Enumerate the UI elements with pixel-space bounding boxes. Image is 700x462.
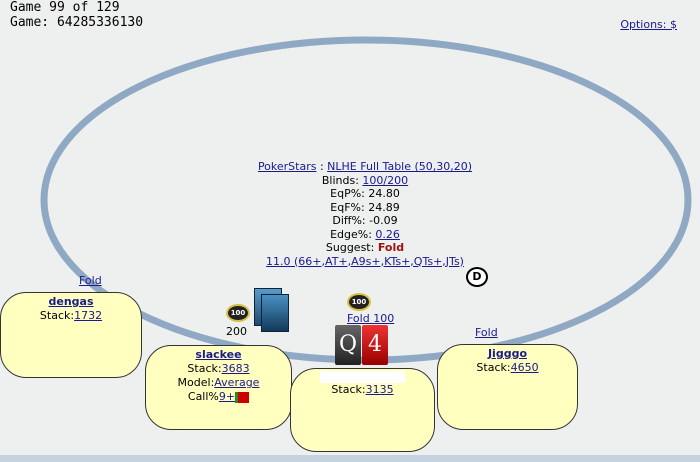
eqf: EqF%: 24.89 <box>330 200 400 214</box>
card-q-spades: Q <box>335 325 361 365</box>
card-4-hearts: 4 <box>362 325 388 365</box>
chip-icon: 100 <box>347 293 371 311</box>
stack-value[interactable]: 3135 <box>365 383 394 396</box>
call-bar-red <box>238 391 250 403</box>
game-id: Game: 64285336130 <box>10 15 144 30</box>
stack-value[interactable]: 4650 <box>510 361 539 374</box>
call-bar-green <box>235 391 239 403</box>
name-blank <box>320 371 405 383</box>
separator: : <box>316 160 328 173</box>
player-name[interactable]: slackee <box>195 348 242 361</box>
stack-label: Stack: <box>39 309 75 322</box>
card-back-icon <box>261 294 289 332</box>
site-link[interactable]: PokerStars <box>257 160 317 173</box>
range-link[interactable]: 11.0 (66+,AT+,A9s+,KTs+,QTs+,JTs) <box>266 254 464 268</box>
bet-amount: 200 <box>226 325 247 338</box>
diff: Diff%: -0.09 <box>332 214 398 227</box>
table-info: PokerStars : NLHE Full Table (50,30,20) … <box>230 160 500 268</box>
hero-action[interactable]: Fold 100 <box>347 312 395 325</box>
options-link[interactable]: Options: $ <box>620 18 677 31</box>
seat-hero[interactable]: Stack:3135 <box>290 368 435 452</box>
call-value[interactable]: 9+ <box>218 390 236 403</box>
edge-label: Edge%: <box>330 227 376 241</box>
model-label: Model: <box>177 376 215 389</box>
edge-link[interactable]: 0.26 <box>375 227 400 241</box>
suggest-label: Suggest: <box>325 241 378 254</box>
stack-label: Stack: <box>187 362 222 375</box>
call-label: Call% <box>187 390 219 403</box>
blinds-link[interactable]: 100/200 <box>362 173 409 187</box>
eqp: EqP%: 24.80 <box>330 187 400 200</box>
game-count: Game 99 of 129 <box>10 0 120 15</box>
stack-value[interactable]: 3683 <box>221 362 250 375</box>
table-link[interactable]: NLHE Full Table (50,30,20) <box>327 160 473 173</box>
model-value[interactable]: Average <box>214 376 260 389</box>
player-name[interactable]: Jigggo <box>487 347 528 360</box>
blinds-label: Blinds: <box>321 173 363 187</box>
jigggo-action[interactable]: Fold <box>475 326 498 339</box>
seat-slackee[interactable]: slackee Stack:3683 Model:Average Call%9+ <box>145 345 292 430</box>
seat-jigggo[interactable]: Jigggo Stack:4650 <box>437 344 578 430</box>
dealer-button: D <box>466 267 488 287</box>
dengas-action[interactable]: Fold <box>79 274 102 287</box>
stack-label: Stack: <box>331 383 366 396</box>
stack-value[interactable]: 1732 <box>74 309 103 322</box>
seat-dengas[interactable]: dengas Stack:1732 <box>0 292 142 378</box>
suggest-value: Fold <box>377 241 405 254</box>
stack-label: Stack: <box>476 361 511 374</box>
chip-icon: 100 <box>226 304 250 322</box>
player-name[interactable]: dengas <box>48 295 94 308</box>
